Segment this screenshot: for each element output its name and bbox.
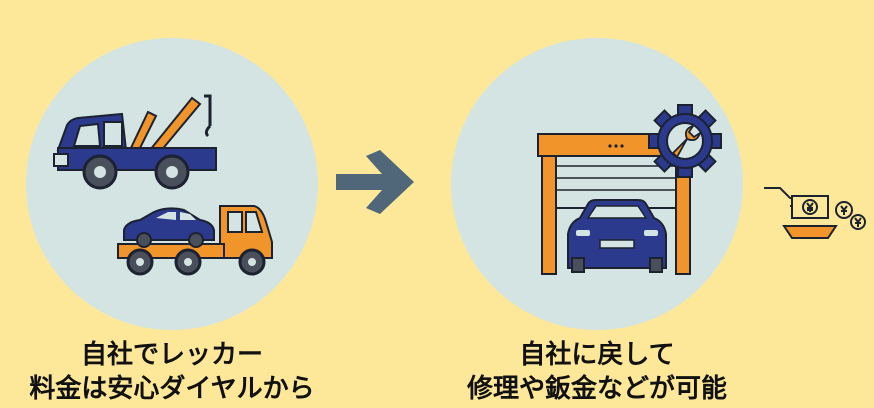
garage-icon — [537, 133, 695, 275]
arrow-right-icon — [336, 150, 414, 214]
yen-payment-icon — [764, 187, 866, 239]
tow-caption-line2: 料金は安心ダイヤルから — [29, 374, 315, 404]
gear-wrench-icon — [648, 104, 722, 178]
tow-truck-icon — [53, 94, 217, 190]
repair-caption-line2: 修理や鈑金などが可能 — [466, 374, 727, 404]
repair-caption: 自社に戻して 修理や鈑金などが可能 — [427, 338, 767, 406]
tow-caption-line1: 自社でレッカー — [80, 340, 263, 370]
car-carrier-truck-icon — [117, 205, 273, 276]
tow-service-caption: 自社でレッカー 料金は安心ダイヤルから — [2, 338, 342, 406]
repair-caption-line1: 自社に戻して — [519, 340, 675, 370]
